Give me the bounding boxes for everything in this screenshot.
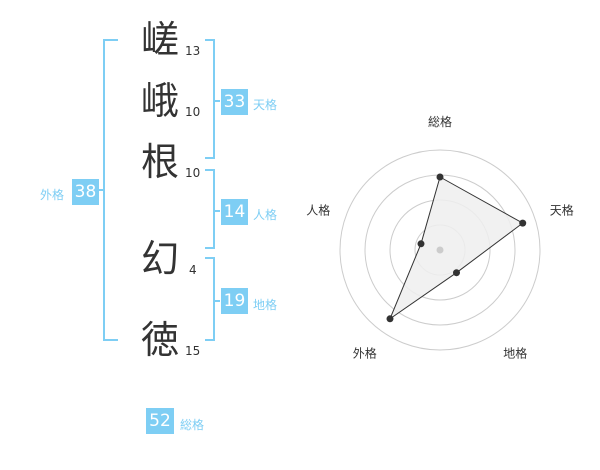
soukaku-label: 総格 xyxy=(180,418,205,432)
gaikaku-value: 38 xyxy=(72,179,99,205)
name-char-1: 嵯 xyxy=(141,18,180,62)
tenkaku-label: 天格 xyxy=(253,98,278,112)
radar-center xyxy=(436,246,444,254)
name-char-3: 根 xyxy=(141,140,180,184)
gaikaku-label: 外格 xyxy=(40,188,65,202)
radar-axis-label-2: 地格 xyxy=(503,346,527,361)
radar-polygon xyxy=(388,176,524,321)
radar-point-地格 xyxy=(453,269,460,277)
name-char-4: 幻 xyxy=(141,237,180,281)
chikaku-value: 19 xyxy=(221,288,248,314)
radar-axis-label-3: 外格 xyxy=(353,346,377,361)
jinkaku-value: 14 xyxy=(221,199,248,225)
chikaku-label: 地格 xyxy=(253,298,278,312)
stroke-count-2: 10 xyxy=(185,105,201,119)
radar-point-天格 xyxy=(519,219,527,227)
radar-point-人格 xyxy=(417,240,425,248)
stroke-count-3: 10 xyxy=(185,166,201,180)
tenkaku-value: 33 xyxy=(221,89,248,115)
radar-ring-4 xyxy=(339,149,541,351)
name-char-5: 徳 xyxy=(141,318,180,362)
jinkaku-label: 人格 xyxy=(253,208,278,222)
stroke-count-5: 15 xyxy=(185,344,201,358)
jinkaku-bracket xyxy=(205,169,215,249)
soukaku-value: 52 xyxy=(146,408,174,434)
radar-point-総格 xyxy=(436,173,444,181)
radar-axis-label-0: 総格 xyxy=(428,114,452,129)
radar-point-外格 xyxy=(386,315,394,323)
stroke-count-4: 4 xyxy=(189,263,197,277)
tenkaku-bracket xyxy=(205,39,215,159)
stroke-count-1: 13 xyxy=(185,44,201,58)
chikaku-bracket xyxy=(205,257,215,341)
radar-axis-label-1: 天格 xyxy=(550,202,574,217)
name-char-2: 峨 xyxy=(141,79,180,123)
radar-axis-label-4: 人格 xyxy=(306,202,330,217)
